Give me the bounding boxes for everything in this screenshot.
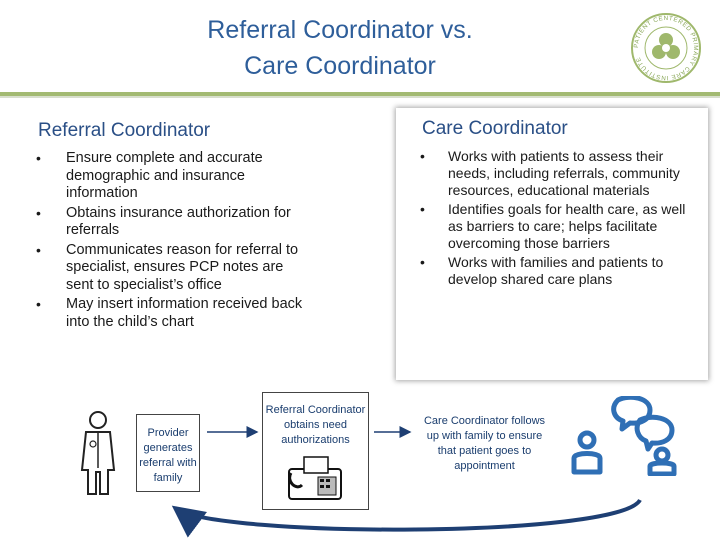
- list-item: • Obtains insurance authorization for ref…: [18, 205, 308, 240]
- title-line-2: Care Coordinator: [244, 52, 436, 80]
- care-heading: Care Coordinator: [422, 118, 568, 139]
- bullet-icon: •: [420, 254, 425, 270]
- list-item: • Works with patients to assess their nee…: [408, 148, 688, 199]
- fax-machine-icon: [288, 456, 342, 500]
- referral-step: Referral Coordinator obtains need author…: [262, 392, 369, 510]
- page-title: Referral Coordinator vs. Care Coordinato…: [120, 12, 560, 84]
- referral-coordinator-panel: Referral Coordinator • Ensure complete an…: [18, 110, 363, 378]
- list-item: • Works with families and patients to dev…: [408, 254, 688, 288]
- list-item-text: Ensure complete and accurate demographic…: [66, 150, 263, 201]
- list-item-text: May insert information received back int…: [66, 296, 303, 330]
- chat-people-icon: [571, 396, 677, 476]
- doctor-icon: [80, 411, 116, 495]
- bullet-icon: •: [36, 150, 41, 166]
- bullet-icon: •: [420, 148, 425, 164]
- referral-heading: Referral Coordinator: [38, 120, 211, 141]
- header-rule-shadow: [0, 96, 720, 98]
- arrow-loop-back: [171, 498, 642, 538]
- bullet-icon: •: [420, 201, 425, 217]
- list-item-text: Identifies goals for health care, as wel…: [448, 201, 686, 251]
- care-step: Care Coordinator follows up with family …: [423, 415, 546, 472]
- care-coordinator-panel: Care Coordinator • Works with patients to…: [396, 108, 708, 380]
- referral-list: • Ensure complete and accurate demographi…: [18, 150, 308, 333]
- institute-seal-icon: PATIENT CENTERED PRIMARY CARE INSTITUTE: [631, 13, 701, 83]
- care-list: • Works with patients to assess their nee…: [408, 148, 688, 290]
- list-item: • May insert information received back in…: [18, 296, 308, 331]
- bullet-icon: •: [36, 296, 41, 312]
- list-item: • Ensure complete and accurate demographi…: [18, 150, 308, 203]
- list-item-text: Communicates reason for referral to spec…: [66, 241, 299, 293]
- list-item: • Communicates reason for referral to spe…: [18, 242, 308, 295]
- list-item: • Identifies goals for health care, as we…: [408, 201, 688, 252]
- list-item-text: Works with families and patients to deve…: [448, 254, 664, 287]
- provider-step: Provider generates referral with family: [136, 414, 200, 492]
- referral-step-text: Referral Coordinator obtains need author…: [265, 404, 366, 446]
- bullet-icon: •: [36, 204, 41, 221]
- list-item-text: Obtains insurance authorization for refe…: [66, 204, 291, 239]
- title-line-1: Referral Coordinator vs.: [207, 16, 473, 44]
- header-rule: [0, 92, 720, 96]
- bullet-icon: •: [36, 241, 41, 258]
- list-item-text: Works with patients to assess their need…: [448, 148, 680, 198]
